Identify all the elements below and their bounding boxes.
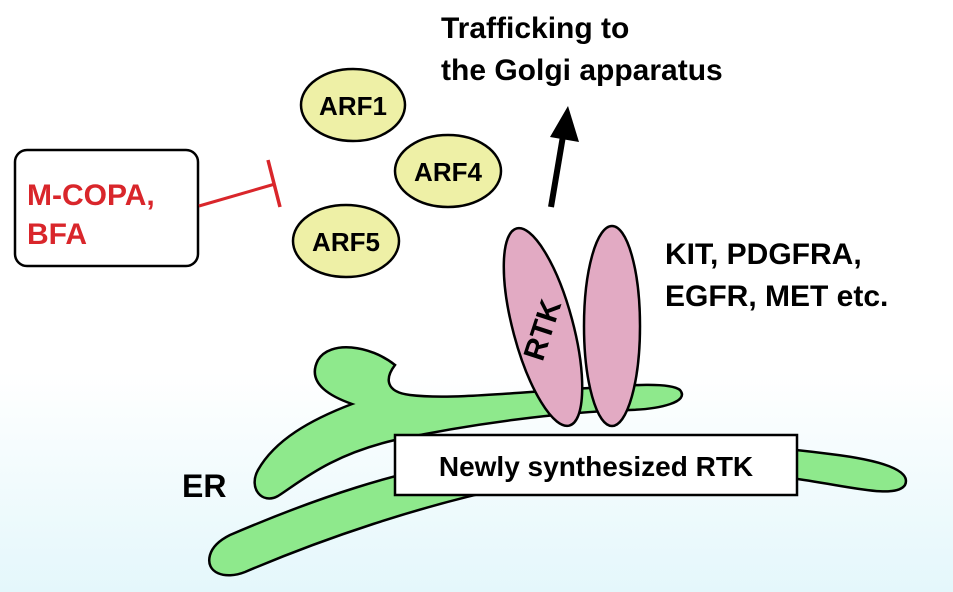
inhibitor-label-line2: BFA (27, 218, 87, 251)
newly-synthesized-box: Newly synthesized RTK (393, 433, 799, 497)
rtk-receptor-right (582, 224, 642, 428)
er-label: ER (182, 468, 226, 504)
arf4-label: ARF4 (414, 157, 482, 187)
newly-synthesized-label: Newly synthesized RTK (439, 451, 753, 482)
inhibitor-label-line1: M-COPA, (27, 179, 155, 212)
rtk-examples-line2: EGFR, MET etc. (665, 280, 888, 313)
arf5-node: ARF5 (291, 203, 401, 279)
trafficking-label-line1: Trafficking to (441, 12, 629, 45)
inhibition-line (198, 159, 282, 208)
inhibitor-box: M-COPA, BFA (13, 148, 200, 268)
rtk-receptor-left: RTK (502, 226, 584, 428)
rtk-examples-line1: KIT, PDGFRA, (665, 238, 862, 271)
arf4-node: ARF4 (393, 133, 503, 209)
arf1-label: ARF1 (319, 91, 387, 121)
arf5-label: ARF5 (312, 227, 380, 257)
trafficking-arrow (548, 106, 579, 208)
trafficking-label-line2: the Golgi apparatus (441, 54, 723, 87)
arf1-node: ARF1 (299, 67, 407, 143)
